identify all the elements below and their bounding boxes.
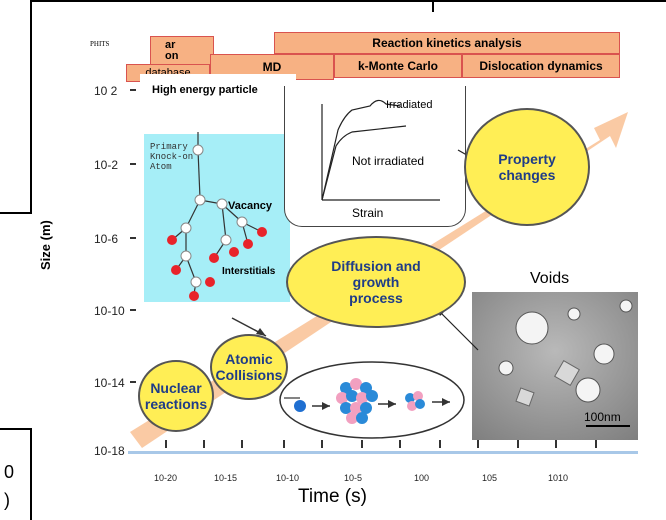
box-dislocation: Dislocation dynamics [462,54,620,78]
frame-notch-line [432,0,434,12]
x-axis-line [128,451,638,454]
y-tick-label: 10-14 [94,376,125,390]
x-tick-label: 10-5 [344,473,363,483]
corner-label: PHITS [90,40,110,48]
diffusion-growth-text: Diffusion and growth process [331,258,421,306]
frame-left-line [30,0,32,212]
frame-left-step [0,212,32,214]
property-changes-bubble: Property changes [464,108,590,226]
x-tick-label: 105 [482,473,498,483]
edge-fragment-b: ) [4,490,10,510]
x-tick-label: 10-20 [154,473,178,483]
cascade-cyan-panel [144,134,290,302]
diffusion-growth-bubble: Diffusion and growth process [286,236,466,328]
interstitials-label: Interstitials [222,266,276,277]
atomic-collisions-text: Atomic Collisions [215,351,283,383]
nuclear-reactions-bubble: Nuclear reactions [138,360,214,432]
high-energy-title: High energy particle [152,84,258,96]
x-tick-label: 1010 [548,473,569,483]
box-md-text: MD [262,60,282,74]
y-tick-label: 10-10 [94,304,125,318]
box-kmc-text: k-Monte Carlo [357,59,438,73]
box-partial: ar on [150,36,214,66]
y-tick-label: 10 2 [94,84,118,98]
frame-left-low-line [30,428,32,520]
scale-bar-label: 100nm [584,410,621,424]
not-irradiated-label: Not irradiated [352,154,425,168]
vacancy-label: Vacancy [228,200,273,212]
box-reaction-kinetics: Reaction kinetics analysis [274,32,620,54]
pka-label: Primary Knock-on Atom [150,142,194,172]
strain-label: Strain [352,206,384,220]
box-partial-text: ar on [165,39,179,62]
y-tick-label: 10-6 [94,232,119,246]
box-kmc: k-Monte Carlo [334,54,462,78]
frame-left-low-step [0,428,32,430]
nuclear-reactions-text: Nuclear reactions [144,380,208,412]
property-changes-text: Property changes [498,151,556,183]
box-reaction-text: Reaction kinetics analysis [372,36,522,50]
box-md: MD [210,54,334,80]
frame-top-line [30,0,666,2]
atomic-collisions-bubble: Atomic Collisions [210,334,288,400]
y-tick-label: 10-18 [94,444,125,458]
x-tick-label: 10-10 [276,473,300,483]
x-axis-label: Time (s) [298,486,367,507]
irradiated-label: Irradiated [386,99,433,111]
x-tick-label: 10-15 [214,473,238,483]
edge-fragment-a: 0 [4,462,15,482]
voids-label: Voids [530,270,570,287]
x-tick-label: 100 [414,473,430,483]
box-dislocation-text: Dislocation dynamics [479,59,603,73]
stress-strain-panel [284,86,466,227]
y-tick-label: 10-2 [94,158,119,172]
